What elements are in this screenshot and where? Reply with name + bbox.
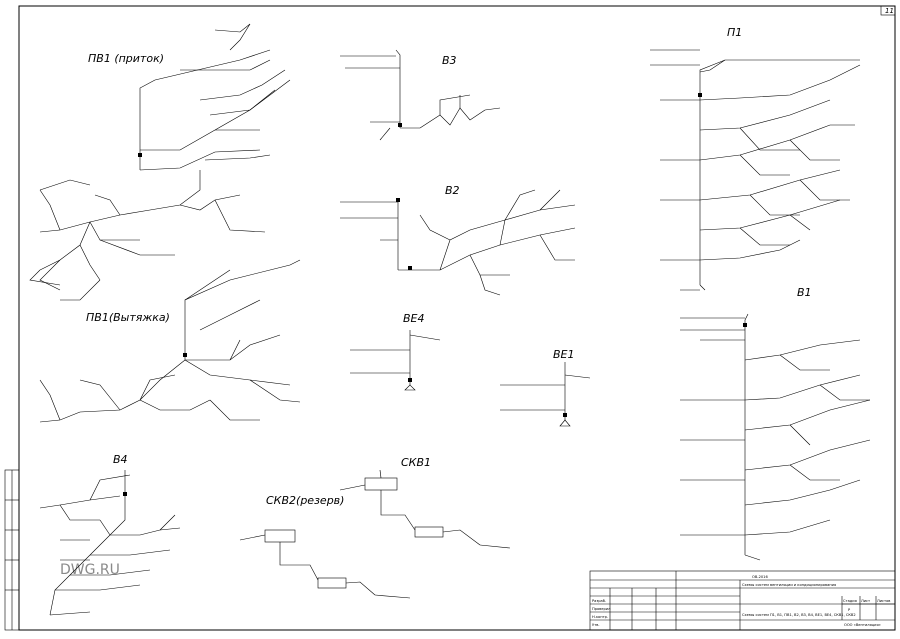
fan-icon [408,266,412,270]
fan-icon [138,153,142,157]
system-ve1: ВЕ1 [500,348,591,427]
drawing-frame [18,5,896,631]
air-conditioner-icon [317,577,347,589]
watermark: DWG.RU [60,562,120,578]
left-margin-stamp [4,469,20,631]
diffuser-icon [408,378,412,382]
air-conditioner-icon [364,477,398,491]
system-title-p1: П1 [727,26,742,39]
system-title-skv1: СКВ1 [401,456,431,469]
company-name: ООО «Вентиляция» [844,623,881,627]
system-v4: В4 [39,453,181,616]
system-pv1-supply: ПВ1 (приток) [29,23,291,301]
project-code: ОВ-2016 [752,575,768,579]
system-p1: П1 [650,26,861,291]
sheet-label: Лист [861,599,870,603]
system-title-v3: В3 [442,54,457,67]
drawing-name: Схемы систем П1, В1, ПВ1, В2, В3, В4, ВЕ… [742,613,856,617]
damper-icon [123,492,127,496]
stage-label: Стадия [843,599,857,603]
role-norm-control: Н.контр. [592,615,608,619]
system-title-v4: В4 [113,453,128,466]
stage-value: Р [848,608,851,612]
air-conditioner-icon [264,529,296,543]
air-conditioner-icon [414,526,444,538]
system-skv2: СКВ2(резерв) [239,494,411,599]
fan-icon [398,123,402,127]
system-v3: В3 [340,49,501,141]
sheet-number: 11 [885,7,894,15]
system-title-ve4: ВЕ4 [403,312,425,325]
role-approver: Утв. [592,623,600,627]
system-title-v2: В2 [445,184,460,197]
system-v1: В1 [680,286,871,561]
system-pv1-exhaust: ПВ1(Вытяжка) [39,259,301,423]
damper-icon [743,323,747,327]
title-block: ОВ-2016 Схемы систем вентиляции и кондиц… [589,570,896,631]
system-title-skv2: СКВ2(резерв) [266,494,344,507]
role-checker: Проверил [592,607,610,611]
system-title-v1: В1 [797,286,812,299]
diffuser-icon [563,413,567,417]
drawing-description: Схемы систем вентиляции и кондиционирова… [742,583,836,587]
system-title-ve1: ВЕ1 [553,348,575,361]
system-title-pv1-supply: ПВ1 (приток) [88,52,164,65]
component-markers [123,93,747,496]
system-title-pv1-exhaust: ПВ1(Вытяжка) [86,311,170,324]
system-ve4: ВЕ4 [350,312,441,391]
system-v2: В2 [340,184,576,296]
fan-icon [183,353,187,357]
damper-icon [698,93,702,97]
damper-icon [396,198,400,202]
role-developer: Разраб. [592,599,606,603]
sheet-number-box [880,5,896,16]
sheets-label: Листов [877,599,890,603]
system-skv1: СКВ1 [339,456,511,549]
